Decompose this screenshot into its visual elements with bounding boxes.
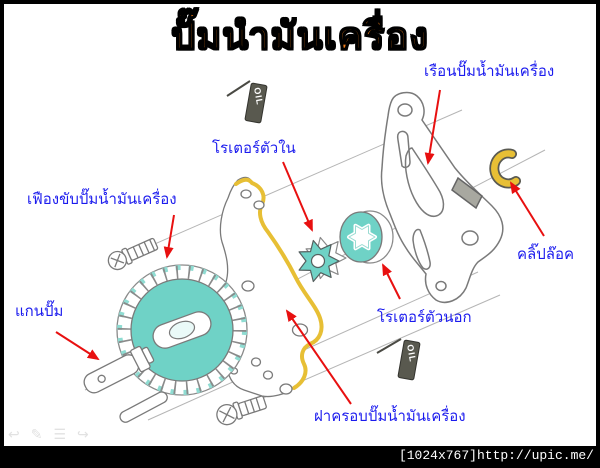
inner-rotor-drawing: [298, 236, 347, 283]
bolt-bottom-drawing: [216, 395, 267, 426]
svg-text:OIL: OIL: [405, 344, 418, 363]
outer-rotor-drawing: [339, 210, 394, 264]
pencil-icon: ✎: [30, 426, 43, 442]
label-pump-housing: เรือนปั๊มน้ำมันเครื่อง: [424, 63, 555, 80]
pump-housing-drawing: [380, 91, 504, 304]
watermark-text: [1024x767]http://upic.me/: [398, 448, 594, 463]
bolt-top-drawing: [107, 237, 159, 271]
reply-icon: ↩: [8, 426, 20, 442]
ghost-toolbar: ↩ ✎ ☰ ↪: [8, 426, 89, 443]
callout-arrows: [55, 89, 545, 405]
label-pump-cover: ฝาครอบปั๊มน้ำมันเครื่อง: [314, 408, 466, 425]
svg-text:OIL: OIL: [252, 87, 265, 106]
page-title: ปั๊มนำมันเครื่อง: [170, 15, 429, 59]
label-pump-shaft: แกนปั๊ม: [15, 303, 64, 320]
pump-shaft-drawing: [83, 345, 155, 394]
oil-tag-top-icon: OIL: [226, 80, 268, 124]
forward-icon: ↪: [77, 426, 89, 442]
oil-tag-bottom-icon: OIL: [376, 338, 421, 381]
label-drive-gear: เฟืองขับปั๊มน้ำมันเครื่อง: [27, 191, 177, 208]
label-clip-lock: คลิ๊ปล๊อค: [517, 246, 574, 263]
label-inner-rotor: โรเตอร์ตัวใน: [212, 140, 296, 157]
drive-gear-drawing: [116, 264, 248, 396]
pin-drawing: [119, 391, 168, 423]
list-icon: ☰: [53, 426, 67, 442]
clip-lock-drawing: [489, 148, 521, 189]
label-outer-rotor: โรเตอร์ตัวนอก: [377, 309, 472, 326]
watermark-bar: [1024x767]http://upic.me/: [0, 446, 600, 468]
